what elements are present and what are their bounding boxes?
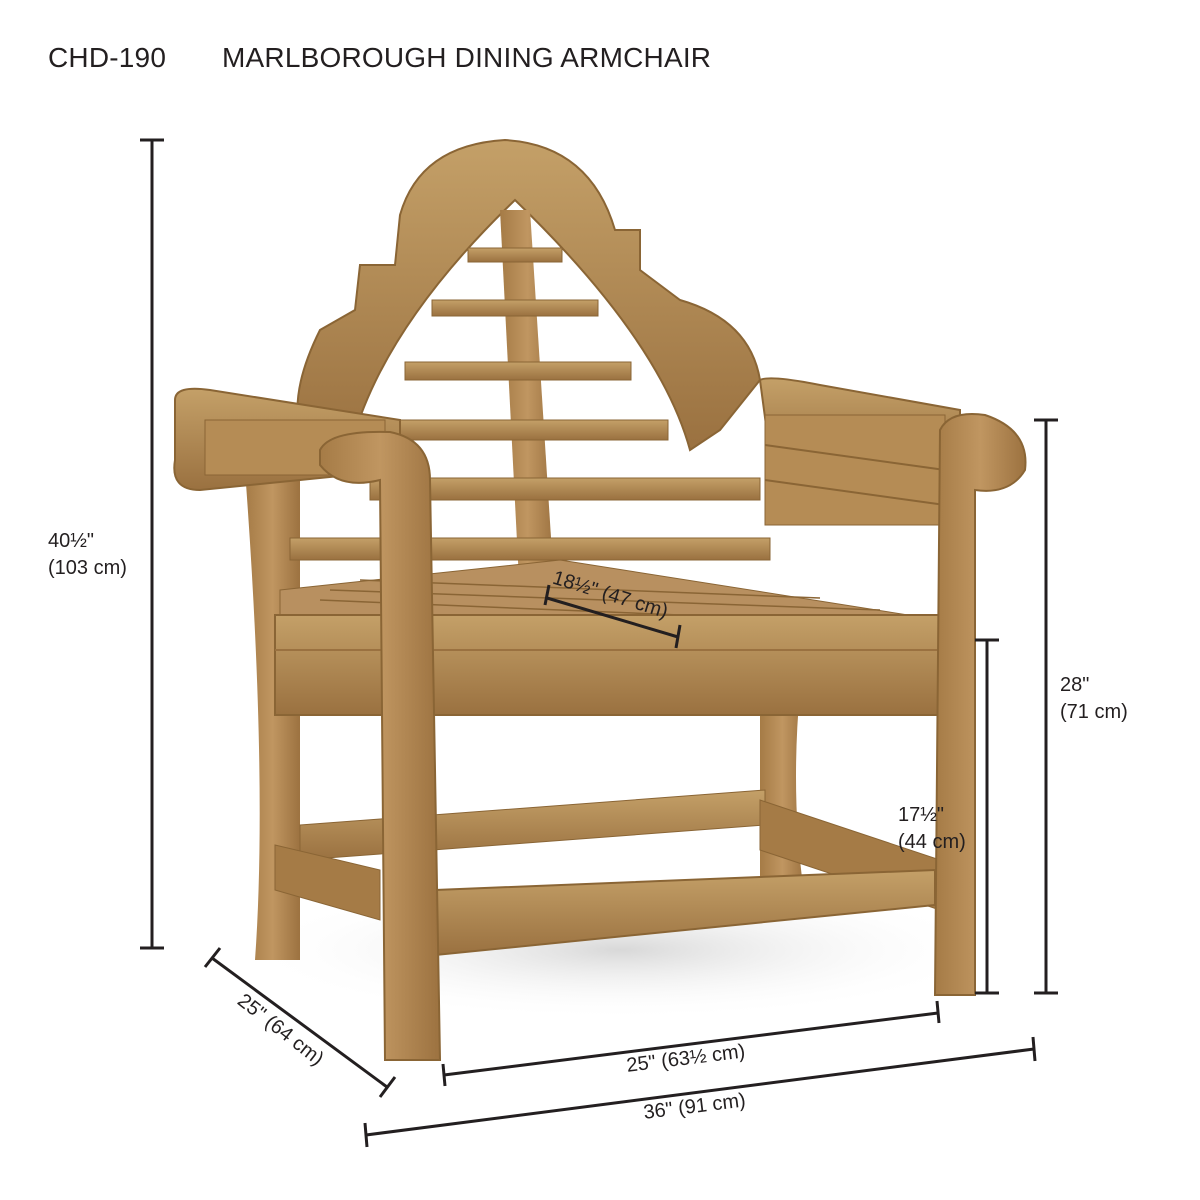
arm-height-cm: (71 cm) <box>1060 701 1128 723</box>
seat-height-in: 17½" <box>898 804 945 826</box>
depth-line <box>203 947 397 1098</box>
front-left-leg <box>319 430 442 1061</box>
seat-front-rail <box>274 614 941 716</box>
arm-height-line <box>1034 418 1058 995</box>
dimension-lines <box>140 138 1058 1148</box>
overall-height-cm: (103 cm) <box>48 557 127 579</box>
seat-depth-line <box>543 584 682 649</box>
product-name: MARLBOROUGH DINING ARMCHAIR <box>222 42 712 73</box>
seat-height-cm: (44 cm) <box>898 831 966 853</box>
arm-height-in: 28" <box>1060 674 1090 696</box>
arm-height-label: 28" (71 cm) <box>1060 672 1128 726</box>
seat-height-label: 17½" (44 cm) <box>898 802 966 856</box>
overall-height-in: 40½" <box>48 530 95 552</box>
right-arm-slats <box>764 414 946 526</box>
rear-right-leg <box>760 690 805 900</box>
overall-width-line <box>363 1036 1037 1148</box>
left-stretcher <box>274 844 381 921</box>
seat-width-line <box>441 1000 941 1087</box>
seat-height-line <box>975 638 999 995</box>
model-code: CHD-190 <box>48 42 167 73</box>
overall-height-label: 40½" (103 cm) <box>48 528 127 582</box>
front-right-leg <box>933 413 1027 996</box>
rear-stretcher <box>299 789 766 861</box>
back-slats <box>289 247 771 561</box>
overall-height-line <box>140 138 164 950</box>
